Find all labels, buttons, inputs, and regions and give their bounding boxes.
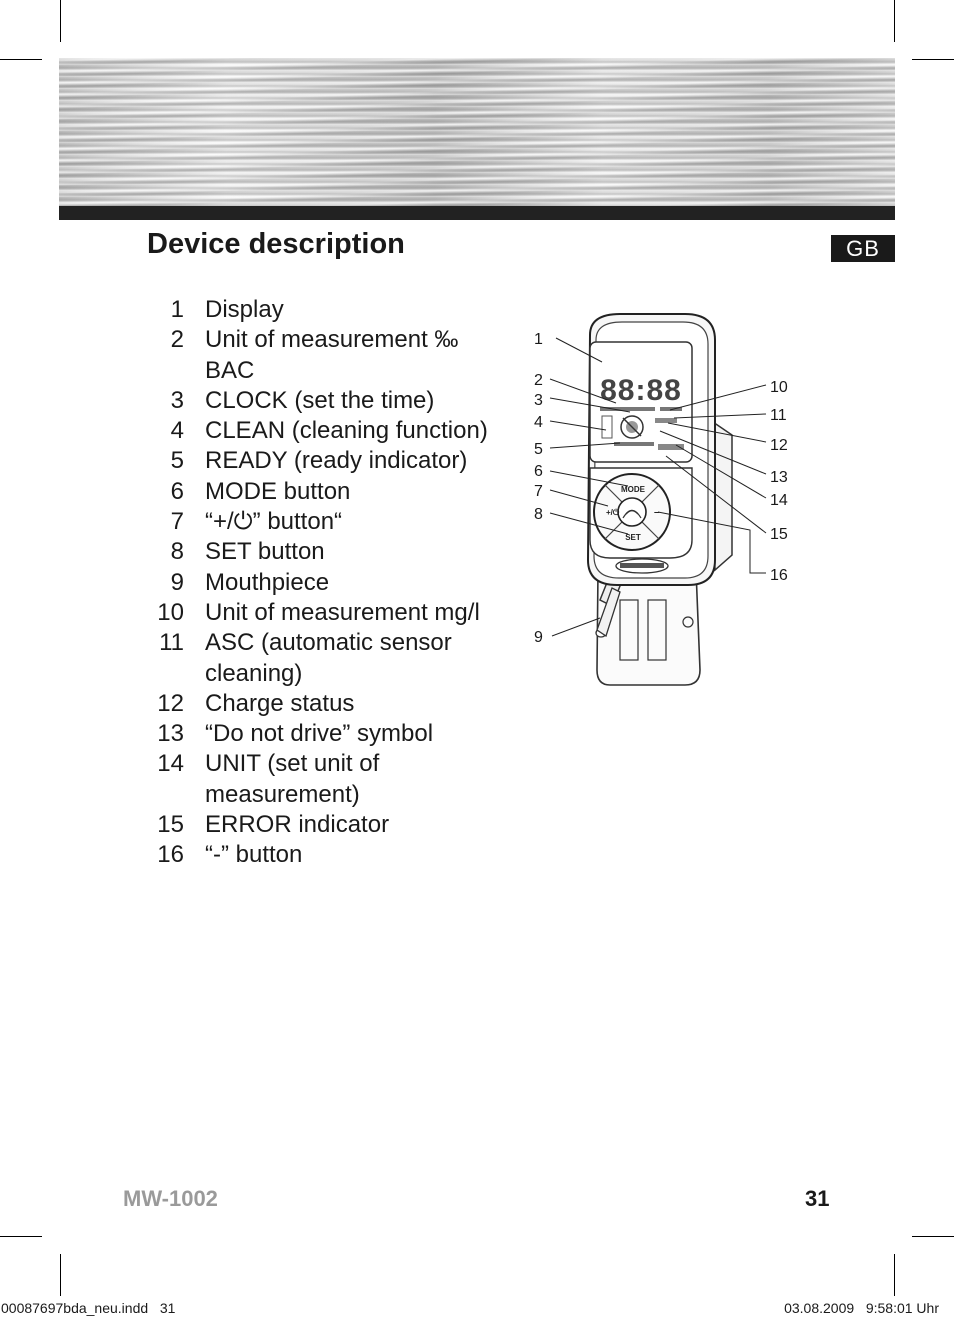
list-item: 7 “+/⏻” button“: [147, 507, 517, 537]
item-text: Mouthpiece: [205, 568, 330, 596]
callout-number: 5: [534, 441, 543, 458]
crop-mark: [912, 1236, 954, 1237]
item-number: 5: [170, 447, 184, 475]
svg-text:–: –: [654, 507, 660, 518]
header-banner: [59, 58, 895, 206]
item-number: 12: [157, 689, 184, 717]
component-list: 1 Display 2 Unit of measurement ‰ BAC 3 CLO…: [147, 295, 517, 871]
item-number: 10: [157, 598, 184, 626]
callout-number: 1: [534, 331, 543, 348]
callout-number: 16: [770, 567, 788, 584]
item-number: 16: [157, 841, 184, 869]
item-text: “+/⏻” button“: [205, 508, 343, 536]
list-item: 8 SET button: [147, 537, 517, 567]
callout-number: 4: [534, 414, 543, 431]
list-item: 4 CLEAN (cleaning function): [147, 416, 517, 446]
callout-number: 10: [770, 379, 788, 396]
callout-number: 12: [770, 437, 788, 454]
item-text: ERROR indicator: [205, 811, 390, 839]
list-item: 5 READY (ready indicator): [147, 446, 517, 476]
item-text: CLOCK (set the time): [205, 386, 435, 414]
item-text: ASC (automatic sensor cleaning): [205, 629, 452, 687]
item-number: 4: [170, 417, 184, 445]
list-item: 2 Unit of measurement ‰ BAC: [147, 325, 517, 386]
page-title: Device description: [147, 228, 405, 260]
set-button-label: SET: [625, 533, 641, 542]
item-text: CLEAN (cleaning function): [205, 417, 488, 445]
list-item: 1 Display: [147, 295, 517, 325]
crop-mark: [912, 59, 954, 60]
callout-number: 6: [534, 463, 543, 480]
item-number: 11: [159, 629, 184, 657]
callout-number: 15: [770, 526, 788, 543]
item-text: MODE button: [205, 477, 351, 505]
crop-mark: [0, 1236, 42, 1237]
callout-number: 7: [534, 483, 543, 500]
item-number: 9: [170, 568, 184, 596]
list-item: 15 ERROR indicator: [147, 810, 517, 840]
crop-mark: [60, 1254, 61, 1296]
footer-model: MW-1002: [123, 1186, 218, 1211]
list-item: 12 Charge status: [147, 689, 517, 719]
callout-number: 2: [534, 372, 543, 389]
callout-number: 13: [770, 469, 788, 486]
device-diagram: 88:88 MODE SET +/⏻ – 1: [534, 313, 788, 686]
item-text: “-” button: [205, 841, 303, 869]
item-text: Display: [205, 296, 284, 323]
item-text: SET button: [205, 538, 325, 566]
item-text: UNIT (set unit of measurement): [205, 750, 380, 808]
svg-text:+/⏻: +/⏻: [606, 508, 620, 517]
crop-mark: [894, 0, 895, 42]
callout-number: 11: [770, 407, 787, 424]
item-number: 7: [170, 508, 184, 536]
list-item: 11 ASC (automatic sensor cleaning): [147, 628, 517, 689]
callout-number: 3: [534, 392, 543, 409]
item-text: Unit of measurement ‰ BAC: [205, 326, 459, 384]
list-item: 9 Mouthpiece: [147, 568, 517, 598]
item-text: “Do not drive” symbol: [205, 720, 434, 748]
list-item: 13 “Do not drive” symbol: [147, 719, 517, 749]
item-text: READY (ready indicator): [205, 447, 468, 475]
crop-mark: [60, 0, 61, 42]
mode-button-label: MODE: [621, 485, 646, 494]
callout-number: 9: [534, 629, 543, 646]
print-slug-timestamp: 03.08.2009 9:58:01 Uhr: [784, 1300, 939, 1316]
item-number: 13: [157, 720, 184, 748]
list-item: 16 “-” button: [147, 840, 517, 870]
item-number: 1: [170, 296, 184, 323]
list-item: 3 CLOCK (set the time): [147, 386, 517, 416]
page-number: 31: [805, 1186, 830, 1211]
item-number: 2: [170, 326, 184, 354]
item-text: Charge status: [205, 689, 355, 717]
callout-number: 8: [534, 506, 543, 523]
crop-mark: [894, 1254, 895, 1296]
language-badge: GB: [831, 235, 895, 262]
item-number: 8: [170, 538, 184, 566]
list-item: 14 UNIT (set unit of measurement): [147, 749, 517, 810]
item-number: 14: [157, 750, 184, 778]
callout-number: 14: [770, 492, 788, 509]
crop-mark: [0, 59, 42, 60]
print-slug-file: 00087697bda_neu.indd 31: [1, 1300, 176, 1316]
list-item: 10 Unit of measurement mg/l: [147, 598, 517, 628]
display-digits: 88:88: [600, 374, 682, 407]
item-number: 15: [157, 811, 184, 839]
header-banner-bar: [59, 206, 895, 220]
item-number: 3: [170, 386, 184, 414]
item-number: 6: [170, 477, 184, 505]
list-item: 6 MODE button: [147, 477, 517, 507]
item-text: Unit of measurement mg/l: [205, 598, 480, 626]
